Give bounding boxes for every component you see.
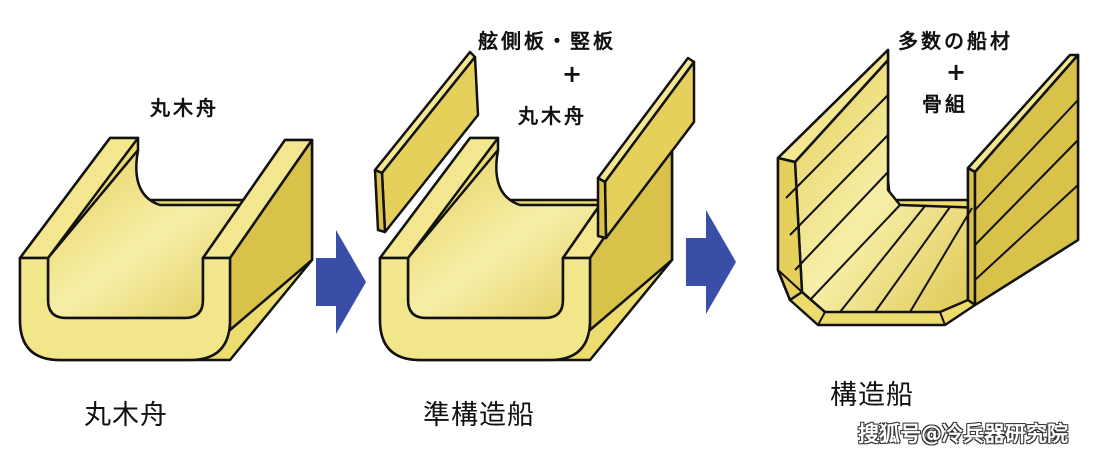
stage2-top-line2: 丸木舟 [518, 104, 587, 128]
arrow-right-icon [686, 210, 736, 314]
arrow-right-icon [316, 230, 366, 334]
structured-ship [776, 48, 1080, 327]
stage3-bottom-label: 構造船 [830, 380, 914, 411]
stage3-top-line2: 骨組 [922, 92, 968, 116]
dugout-canoe-shape [18, 136, 314, 362]
stage2-plus: + [562, 60, 583, 88]
stage2-bottom-label: 準構造船 [423, 400, 535, 431]
stage1-bottom-label: 丸木舟 [84, 400, 168, 431]
stage3-top-line1: 多数の船材 [898, 29, 1013, 53]
stage3-plus: + [946, 58, 967, 86]
side-planks [373, 50, 696, 240]
stage2-top-line1: 舷側板・竪板 [478, 29, 616, 53]
stage1-top-label: 丸木舟 [150, 96, 219, 120]
watermark: 搜狐号@冷兵器研究院 [858, 422, 1068, 446]
